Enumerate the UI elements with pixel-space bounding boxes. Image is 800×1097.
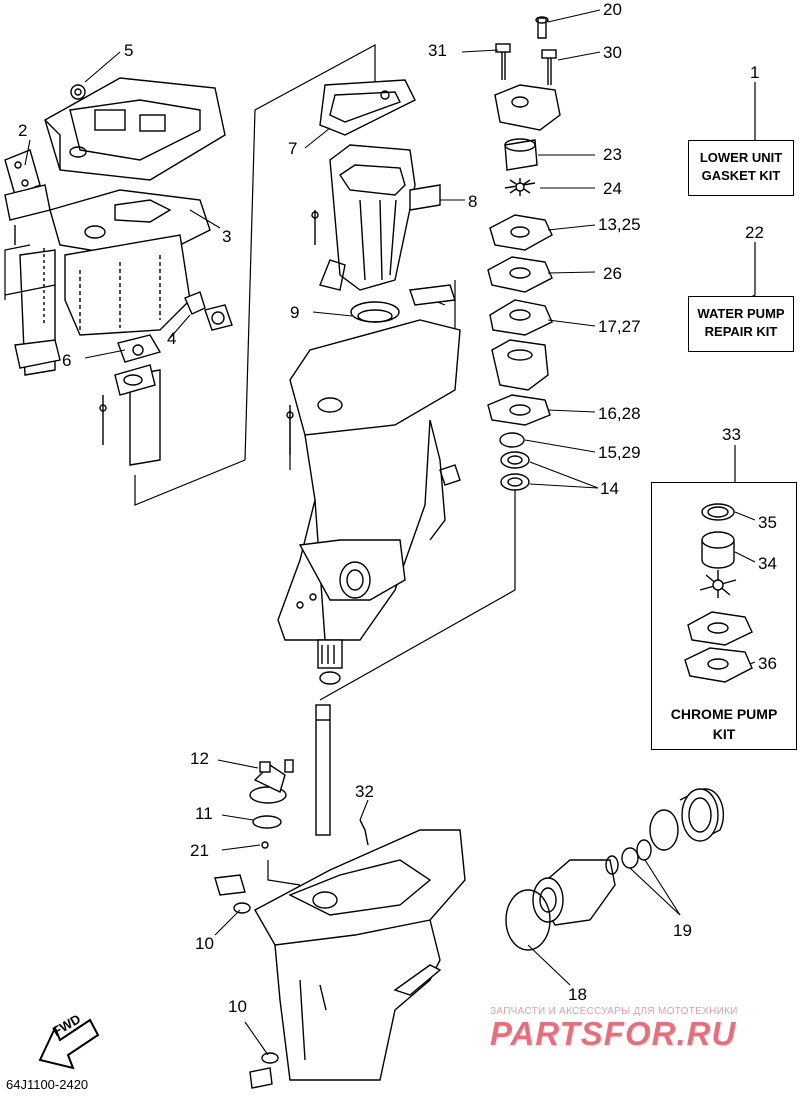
kit-line: KIT — [712, 726, 736, 742]
kit-line: REPAIR KIT — [704, 324, 778, 339]
part-code: 64J1100-2420 — [6, 1077, 89, 1092]
water-pump-assembly — [487, 16, 561, 491]
kit-line: GASKET KIT — [701, 168, 781, 183]
callout-15-29: 15,29 — [598, 443, 641, 462]
callout-3: 3 — [222, 227, 232, 246]
upper-casing-assembly — [44, 77, 233, 466]
chrome-pump-kit-contents — [684, 503, 753, 683]
callout-13-25: 13,25 — [598, 215, 641, 234]
callout-2: 2 — [18, 121, 28, 140]
callout-16-28: 16,28 — [598, 404, 641, 423]
callout-36: 36 — [758, 654, 777, 673]
callout-26: 26 — [603, 264, 622, 283]
chrome-pump-kit-label: CHROME PUMP KIT — [651, 704, 797, 744]
callout-30: 30 — [603, 43, 622, 62]
callout-34: 34 — [758, 554, 777, 573]
callout-8: 8 — [468, 192, 478, 211]
callout-5: 5 — [124, 41, 134, 60]
callout-24: 24 — [603, 179, 622, 198]
callout-10-lower: 10 — [228, 997, 247, 1016]
callout-12: 12 — [190, 749, 209, 768]
callout-6: 6 — [62, 351, 72, 370]
callout-1: 1 — [750, 63, 760, 82]
gearcase — [214, 704, 466, 1089]
callout-22: 22 — [745, 223, 764, 242]
callout-19: 19 — [673, 921, 692, 940]
chrome-pump-kit-frame — [651, 482, 797, 750]
fwd-arrow-icon — [38, 1018, 100, 1070]
watermark-brand: PARTSFOR.RU — [490, 1015, 737, 1052]
callout-leaders — [24, 9, 756, 1056]
callout-7: 7 — [288, 139, 298, 158]
lower-unit-gasket-kit-label: LOWER UNIT GASKET KIT — [688, 140, 794, 196]
callout-18: 18 — [568, 985, 587, 1004]
prop-shaft-housing — [505, 788, 725, 951]
callout-23: 23 — [603, 145, 622, 164]
kit-line: WATER PUMP — [697, 306, 785, 321]
driveshaft-housing — [277, 79, 461, 685]
callout-9: 9 — [290, 303, 300, 322]
water-pump-repair-kit-label: WATER PUMP REPAIR KIT — [688, 296, 794, 352]
callout-32: 32 — [355, 782, 374, 801]
part-2-gasket — [4, 149, 61, 376]
callout-10-upper: 10 — [195, 934, 214, 953]
callout-33: 33 — [722, 425, 741, 444]
kit-line: LOWER UNIT — [699, 150, 783, 165]
callout-11: 11 — [195, 804, 213, 823]
callout-35: 35 — [758, 513, 777, 532]
callout-14: 14 — [600, 479, 619, 498]
watermark-tagline: ЗАПЧАСТИ И АКСЕССУАРЫ ДЛЯ МОТОТЕХНИКИ — [490, 1006, 738, 1017]
callout-17-27: 17,27 — [598, 317, 641, 336]
callout-4: 4 — [167, 329, 177, 348]
kit-line: CHROME PUMP — [670, 706, 778, 722]
callout-31: 31 — [428, 41, 447, 60]
callout-20: 20 — [603, 0, 622, 19]
callout-21: 21 — [190, 841, 209, 860]
